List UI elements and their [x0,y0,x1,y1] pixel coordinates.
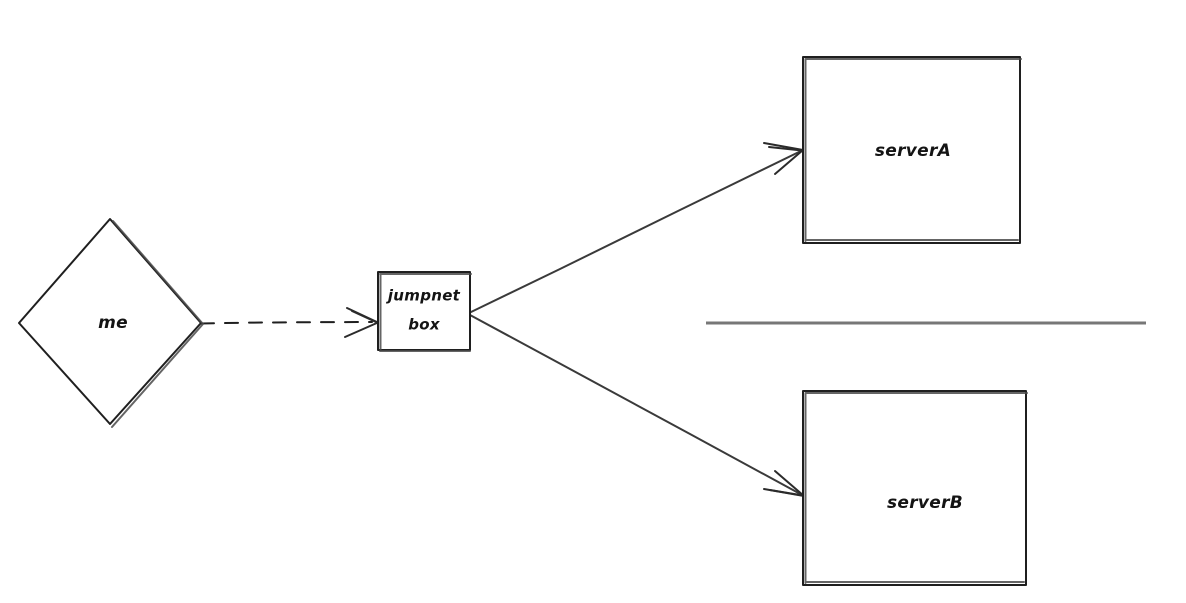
node-jumpnet-box-label-line2: box [408,316,441,334]
node-jumpnet-box[interactable]: jumpnet box [377,271,472,352]
node-jumpnet-box-label-line1: jumpnet [386,287,461,305]
edge-jumpnet-box-to-server-b[interactable] [469,314,805,497]
node-me-label: me [98,313,128,333]
edge-me-to-jumpnet-box[interactable] [200,307,379,338]
node-server-a[interactable]: serverA [802,56,1022,244]
node-server-b-label: serverB [887,493,963,513]
server-a-rectangle [802,56,1021,244]
server-b-sketch-overdraw [804,392,1028,584]
dashed-connector-line [200,321,373,325]
server-a-sketch-overdraw [804,58,1022,242]
arrowhead-into-server-a-barb [768,146,803,152]
edge-jumpnet-box-to-server-a[interactable] [469,142,804,314]
arrowhead-into-server-b-barb [769,489,804,497]
connector-line-to-server-a [469,149,803,314]
node-me[interactable]: me [18,218,204,428]
diamond-shape-sketch-overdraw [111,220,204,428]
connector-line-to-server-b [469,314,805,497]
jumpnet-box-rectangle [377,271,471,351]
arrowhead-into-jumpnet-box-barb [351,310,378,324]
jumpnet-box-sketch-overdraw [379,273,472,352]
node-server-a-label: serverA [875,141,951,161]
server-b-rectangle [802,390,1027,586]
node-server-b[interactable]: serverB [802,390,1028,586]
